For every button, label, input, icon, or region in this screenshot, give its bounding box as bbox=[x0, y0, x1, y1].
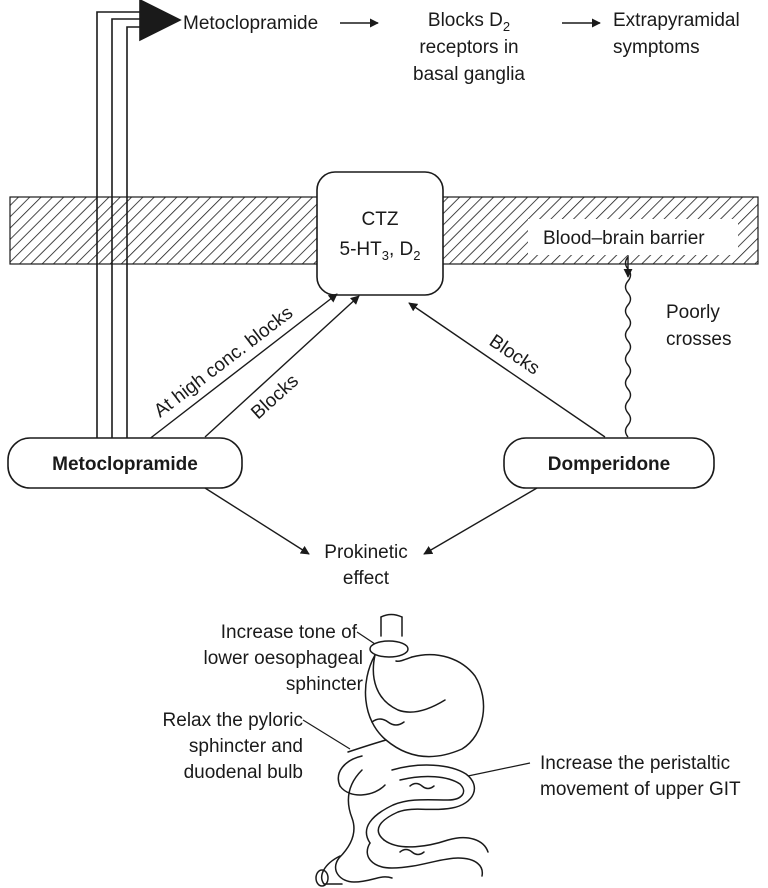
ctz-title: CTZ bbox=[362, 209, 399, 230]
pathway-arrowhead bbox=[139, 0, 182, 42]
arrow-dom-blocks-ctz bbox=[408, 302, 606, 438]
top-metoclopramide: Metoclopramide bbox=[183, 13, 318, 34]
arrow-meto-blocks-ctz bbox=[204, 295, 360, 438]
d2-block-line3: basal ganglia bbox=[413, 64, 525, 85]
pylorus-leader bbox=[302, 719, 351, 750]
metoclopramide-box bbox=[7, 437, 243, 489]
barrier-label-box bbox=[528, 219, 738, 255]
pylorus-line1: Relax the pyloric bbox=[163, 710, 303, 731]
pylorus-line2: sphincter and bbox=[189, 736, 303, 757]
arrow-high-conc-to-ctz bbox=[147, 293, 338, 441]
domperidone-node: Domperidone bbox=[503, 437, 715, 489]
eps-line2: symptoms bbox=[613, 37, 700, 58]
arrow-meto-to-prokinetic bbox=[204, 487, 310, 555]
gi-effect-labels: Increase tone of lower oesophageal sphin… bbox=[163, 622, 741, 800]
peristalsis-leader bbox=[467, 762, 531, 777]
prokinetic-line2: effect bbox=[343, 568, 390, 589]
d2-block-line1: Blocks D2 bbox=[428, 10, 510, 34]
les-leader bbox=[356, 631, 376, 645]
domperidone-label: Domperidone bbox=[548, 454, 670, 475]
arrow-dom-to-prokinetic bbox=[423, 487, 538, 555]
poorly-crosses-line1: Poorly bbox=[666, 302, 720, 323]
ctz-node: CTZ 5-HT3, D2 bbox=[316, 171, 444, 296]
eps-line1: Extrapyramidal bbox=[613, 10, 740, 31]
metoclopramide-label: Metoclopramide bbox=[52, 454, 198, 475]
les-ring bbox=[369, 640, 409, 658]
label-meto-blocks: Blocks bbox=[247, 371, 303, 424]
d2-block-line2: receptors in bbox=[419, 37, 518, 58]
label-dom-blocks: Blocks bbox=[485, 331, 543, 380]
prokinetic-line1: Prokinetic bbox=[324, 542, 407, 563]
les-line1: Increase tone of bbox=[221, 622, 358, 643]
gi-tract-illustration bbox=[315, 613, 489, 887]
les-line3: sphincter bbox=[286, 674, 364, 695]
wavy-poorly-crosses-arrow bbox=[623, 255, 633, 438]
metoclopramide-node: Metoclopramide bbox=[7, 437, 243, 489]
meto-crosses-bbb-pathway bbox=[96, 0, 182, 438]
poorly-crosses-line2: crosses bbox=[666, 329, 731, 350]
peristalsis-line1: Increase the peristaltic bbox=[540, 753, 730, 774]
barrier-label: Blood–brain barrier bbox=[543, 228, 705, 249]
ctz-box bbox=[316, 171, 444, 296]
les-line2: lower oesophageal bbox=[203, 648, 363, 669]
domperidone-box bbox=[503, 437, 715, 489]
pylorus-line3: duodenal bulb bbox=[184, 762, 303, 783]
peristalsis-line2: movement of upper GIT bbox=[540, 779, 741, 800]
ctz-receptors: 5-HT3, D2 bbox=[340, 239, 421, 263]
top-effect-chain: Metoclopramide Blocks D2 receptors in ba… bbox=[183, 10, 740, 85]
